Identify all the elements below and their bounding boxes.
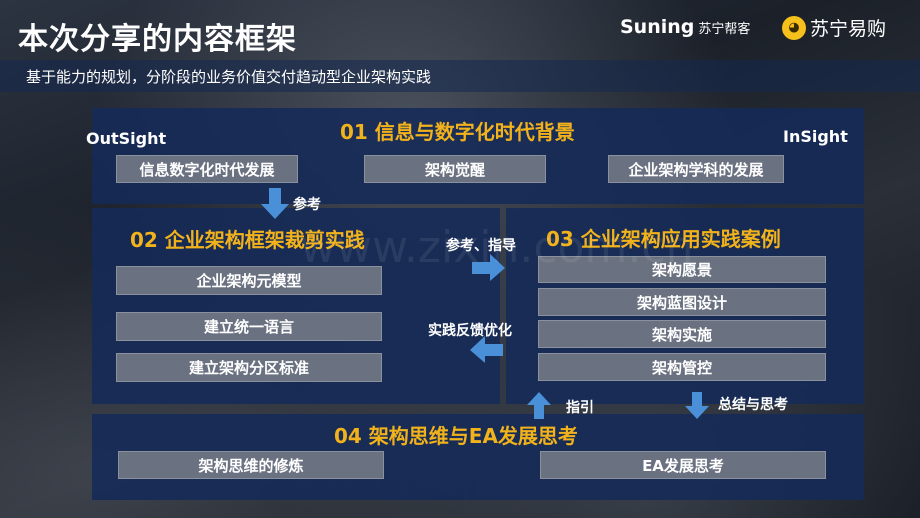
- suning-yigou-logo: ◕ 苏宁易购: [782, 14, 886, 41]
- section3-item: 架构蓝图设计: [538, 288, 826, 316]
- section3-item: 架构实施: [538, 320, 826, 348]
- section2-item: 建立统一语言: [116, 312, 382, 341]
- watermark: www.zixin.com.cn: [300, 222, 694, 273]
- yigou-logo-text: 苏宁易购: [810, 18, 887, 40]
- section2-item: 企业架构元模型: [116, 266, 382, 295]
- ref-note: 参考: [293, 197, 321, 213]
- insight-label: InSight: [783, 127, 848, 146]
- suning-logo-text: Suning: [620, 16, 695, 38]
- section4-title: 04 架构思维与EA发展思考: [334, 424, 578, 448]
- section3-item: 架构管控: [538, 353, 826, 381]
- arrow-down-icon: [261, 188, 289, 219]
- section1-item: 企业架构学科的发展: [608, 155, 784, 183]
- guide-note: 指引: [566, 400, 594, 416]
- arrow-right-icon: [472, 254, 505, 281]
- summary-note: 总结与思考: [718, 397, 788, 413]
- section1-item: 信息数字化时代发展: [116, 155, 298, 183]
- arrow-down-icon: [685, 392, 709, 419]
- ref-guide-note: 参考、指导: [446, 238, 516, 254]
- section4-item: EA发展思考: [540, 451, 826, 479]
- section3-item: 架构愿景: [538, 256, 826, 283]
- page-subtitle: 基于能力的规划，分阶段的业务价值交付趋动型企业架构实践: [26, 68, 432, 86]
- section1-item: 架构觉醒: [364, 155, 546, 183]
- section1-title: 01 信息与数字化时代背景: [340, 120, 575, 144]
- section4-item: 架构思维的修炼: [118, 451, 384, 479]
- subtitle-bar: [0, 60, 920, 92]
- arrow-left-icon: [470, 336, 503, 363]
- section2-item: 建立架构分区标准: [116, 353, 382, 382]
- page-title: 本次分享的内容框架: [18, 22, 297, 57]
- outsight-label: OutSight: [86, 129, 167, 148]
- section2-title: 02 企业架构框架裁剪实践: [130, 228, 365, 252]
- section3-title: 03 企业架构应用实践案例: [546, 227, 781, 251]
- suning-bangke-text: 苏宁帮客: [698, 22, 751, 37]
- arrow-up-icon: [527, 392, 551, 419]
- lion-icon: ◕: [782, 15, 806, 40]
- feedback-note: 实践反馈优化: [428, 323, 512, 339]
